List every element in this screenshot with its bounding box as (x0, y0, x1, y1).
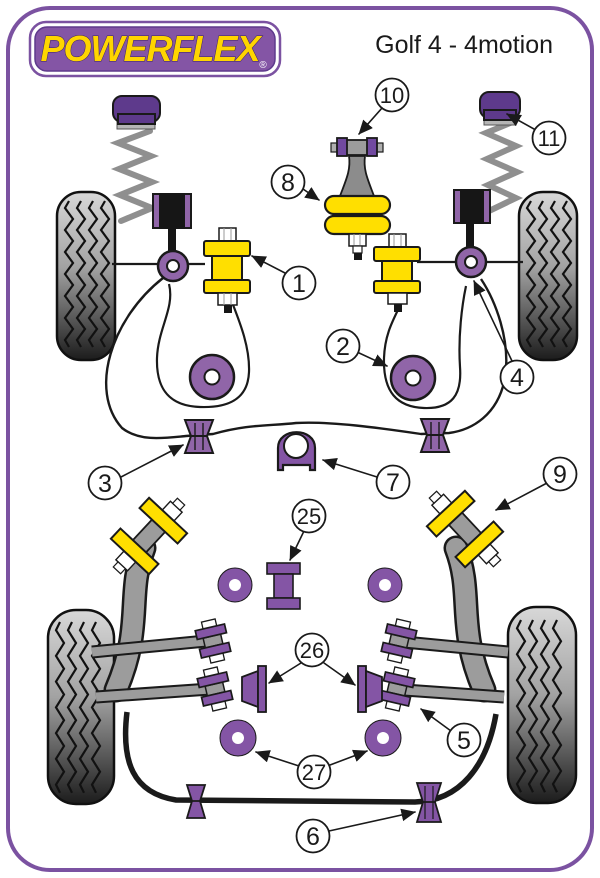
callout-3-arrow (120, 444, 184, 478)
callout-4-label: 4 (510, 364, 524, 392)
rear-left-wheel (46, 608, 116, 806)
rear-bracket-bush-right (357, 665, 383, 713)
callout-3-label: 3 (98, 470, 112, 498)
registered-trademark-symbol: ® (259, 60, 267, 71)
callout-7-label: 7 (386, 469, 400, 497)
front-left-wishbone-outline (155, 283, 251, 409)
callout-11-label: 11 (538, 126, 561, 151)
callout-8-label: 8 (281, 169, 295, 197)
callout-27-arrow-left (255, 750, 300, 767)
callout-1-arrow (251, 255, 286, 274)
dog-bone-front-bush (336, 137, 348, 157)
rear-anti-roll-bar (122, 711, 499, 805)
front-right-bump-stop (479, 91, 521, 126)
rear-right-upper-arm-inner-bush (380, 618, 418, 664)
front-left-strut-mount (152, 193, 192, 252)
front-right-coil-spring (478, 118, 525, 214)
page-border-frame (6, 6, 594, 872)
callout-11-arrow (506, 113, 535, 130)
callout-10-arrow (358, 107, 383, 135)
front-right-arm-rear-bush (389, 354, 437, 402)
page-title: Golf 4 - 4motion (375, 31, 553, 59)
front-right-wishbone-outline (382, 285, 468, 410)
callout-4-marker: 4 (499, 359, 535, 395)
rear-right-arb-bush (415, 782, 443, 823)
callout-26-arrow-left (268, 662, 302, 684)
front-left-bump-stop (112, 95, 161, 130)
callout-7-marker: 7 (375, 464, 411, 500)
rear-left-arb-bush (185, 784, 207, 819)
lower-engine-mount-bush-lower (323, 214, 392, 236)
rear-right-trailing-arm (446, 538, 494, 700)
callout-2-arrow (356, 351, 388, 367)
callout-9-label: 9 (553, 461, 567, 489)
callout-5-marker: 5 (446, 722, 482, 758)
callout-25-arrow (289, 530, 305, 561)
callout-27-label: 27 (302, 760, 326, 785)
steering-rack-clamp-bush (276, 431, 317, 472)
rear-lateral-arms (91, 634, 509, 704)
front-left-tire (55, 190, 117, 362)
callout-6-arrow (328, 808, 416, 832)
brand-wordmark: POWERFLEX (40, 28, 262, 69)
callout-5-arrow (420, 708, 452, 732)
front-right-strut-mount (453, 189, 491, 249)
callout-26-label: 26 (300, 638, 324, 663)
dog-bone-mount-assembly (323, 137, 392, 260)
lower-engine-mount-bush-upper (323, 194, 392, 216)
callout-2-marker: 2 (325, 328, 361, 364)
callout-26-arrow-right (323, 662, 356, 686)
rear-suspension-group (46, 489, 578, 823)
front-right-tire (517, 190, 579, 362)
callout-1-marker: 1 (281, 265, 317, 301)
front-left-arb-bush (183, 419, 215, 454)
callout-26-marker: 26 (294, 632, 330, 668)
front-left-coil-spring (109, 128, 161, 224)
callout-11-marker: 11 (531, 120, 567, 156)
front-right-hub-ring-bush (454, 245, 488, 279)
rear-left-upper-arm-inner-bush (194, 618, 232, 664)
callout-9-marker: 9 (542, 456, 578, 492)
front-suspension-group (55, 91, 579, 472)
rear-bracket-bush-left (241, 665, 267, 713)
callout-2-label: 2 (336, 333, 350, 361)
right-engine-mount-bush (373, 233, 421, 312)
rear-right-lower-arm-inner-bush (378, 666, 416, 712)
callout-25-label: 25 (297, 504, 321, 529)
callout-27-marker: 27 (296, 754, 332, 790)
callouts-group: 1 2 3 4 5 6 7 8 (87, 77, 578, 854)
rear-left-lower-arm-inner-bush (196, 666, 234, 712)
callout-1-label: 1 (292, 270, 306, 298)
callout-8-arrow (302, 187, 320, 201)
callout-7-arrow (322, 457, 378, 478)
callout-27-arrow-right (329, 749, 368, 766)
rear-left-trailing-arm-front-bush (109, 496, 189, 576)
callout-6-label: 6 (306, 823, 320, 851)
callout-8-marker: 8 (270, 164, 306, 200)
front-left-hub-ring-bush (156, 249, 190, 283)
callout-10-label: 10 (380, 83, 404, 108)
callout-4-arrow (473, 280, 513, 362)
rear-subframe-bush-row-lower (219, 719, 402, 757)
callout-3-marker: 3 (87, 465, 123, 501)
front-anti-roll-bar (105, 277, 508, 440)
callout-10-marker: 10 (374, 77, 410, 113)
rear-diff-spool-bush (266, 562, 301, 610)
left-engine-mount-bush (203, 227, 251, 313)
rear-right-wheel (506, 605, 578, 805)
rear-subframe-bush-row-upper (217, 562, 403, 610)
dog-bone-rear-bush (366, 137, 378, 157)
powerflex-logo: POWERFLEX ® (28, 20, 282, 78)
front-left-arm-rear-bush (188, 353, 236, 401)
callout-5-label: 5 (457, 727, 471, 755)
rear-right-trailing-arm-front-bush (425, 489, 505, 569)
callout-6-marker: 6 (295, 818, 331, 854)
callout-9-arrow (495, 482, 548, 511)
front-right-arb-bush (419, 418, 451, 453)
callout-25-marker: 25 (291, 498, 327, 534)
